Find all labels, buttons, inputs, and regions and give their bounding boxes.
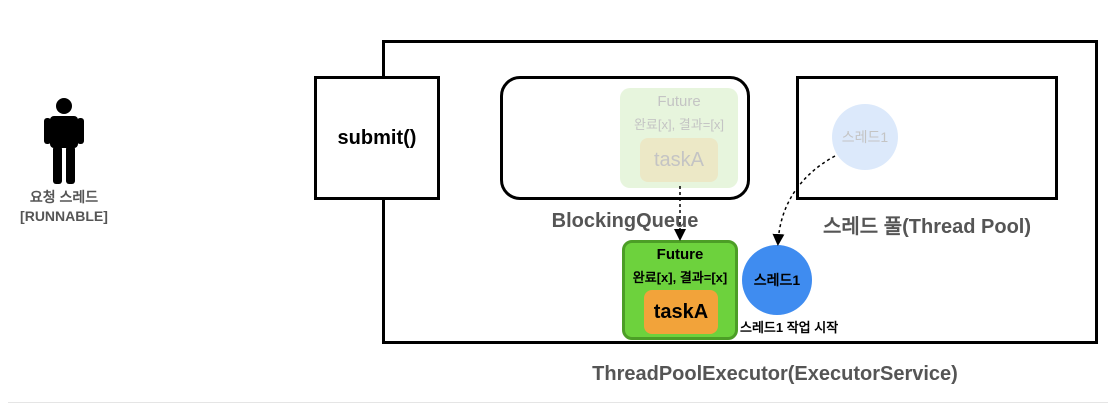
queued-future-status: 완료[x], 결과=[x]	[633, 117, 725, 132]
bottom-divider	[8, 402, 1108, 403]
active-task: taskA	[644, 290, 718, 334]
executor-label: ThreadPoolExecutor(ExecutorService)	[592, 363, 958, 385]
queued-task: taskA	[640, 138, 718, 182]
active-thread: 스레드1	[742, 245, 812, 315]
requester-thread-state: [RUNNABLE]	[20, 208, 108, 224]
requester-thread-name: 요청 스레드	[29, 189, 99, 205]
active-future-status: 완료[x], 결과=[x]	[632, 270, 728, 285]
thread-start-caption: 스레드1 작업 시작	[740, 320, 839, 335]
person-icon	[44, 98, 84, 184]
blocking-queue-label: BlockingQueue	[551, 210, 699, 232]
pooled-thread: 스레드1	[832, 104, 898, 170]
active-future-title: Future	[656, 246, 704, 263]
thread-pool-label: 스레드 풀(Thread Pool)	[822, 216, 1032, 238]
submit-box: submit()	[314, 76, 440, 200]
queued-future-title: Future	[657, 93, 701, 110]
